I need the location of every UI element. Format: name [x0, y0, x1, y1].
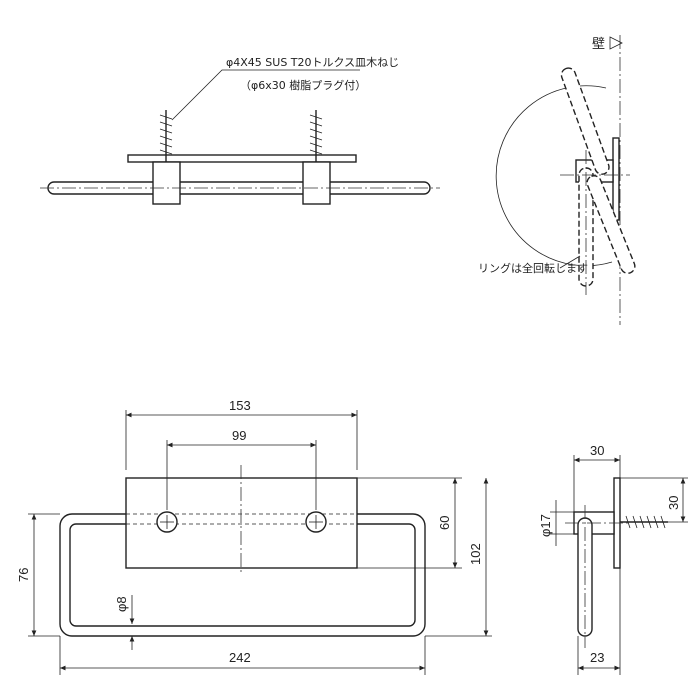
dim-ring-depth: 102: [468, 543, 483, 565]
top-view-mount-right: [302, 161, 331, 205]
wall-label: 壁: [592, 37, 605, 52]
side-view: 30 30 φ17 23: [538, 443, 688, 675]
screw-note-line1: φ4X45 SUS T20トルクス皿木ねじ: [226, 56, 399, 69]
ring-note: リングは全回転します: [478, 261, 588, 275]
ring-rotated-down: [586, 175, 636, 274]
dim-wire-dia: φ8: [114, 596, 129, 612]
dim-pivot-dia: φ17: [538, 514, 553, 537]
dim-side-height: 30: [666, 496, 681, 510]
screw-icon: [620, 515, 668, 529]
screw-hole-icon: [305, 511, 327, 533]
screw-hole-icon: [156, 511, 178, 533]
dim-plate-width: 153: [229, 398, 251, 413]
rotation-view: 壁 リングは全回転します: [478, 35, 636, 325]
wall-triangle-icon: [609, 36, 623, 50]
front-view: 153 99 60 102 76 φ8 242: [16, 398, 492, 675]
dim-ring-height: 76: [16, 568, 31, 582]
top-view-wall-plate: [127, 154, 357, 163]
top-view-mount-left: [152, 161, 181, 205]
dim-side-offset: 23: [590, 650, 604, 665]
top-view: φ4X45 SUS T20トルクス皿木ねじ （φ6x30 樹脂プラグ付）: [40, 56, 440, 205]
dim-hole-pitch: 99: [232, 428, 246, 443]
ring-rotated-up: [560, 67, 610, 175]
screw-note-line2: （φ6x30 樹脂プラグ付）: [240, 78, 366, 92]
dim-plate-height: 60: [437, 516, 452, 530]
screw-icon: [309, 110, 323, 162]
ring-note-leader: [559, 255, 581, 269]
side-wall-plate: [612, 137, 620, 221]
rotation-arc: [495, 85, 613, 267]
screw-icon: [159, 110, 173, 162]
dim-overall-width: 242: [229, 650, 251, 665]
screw-note-leader: [171, 69, 360, 121]
dim-side-depth: 30: [590, 443, 604, 458]
